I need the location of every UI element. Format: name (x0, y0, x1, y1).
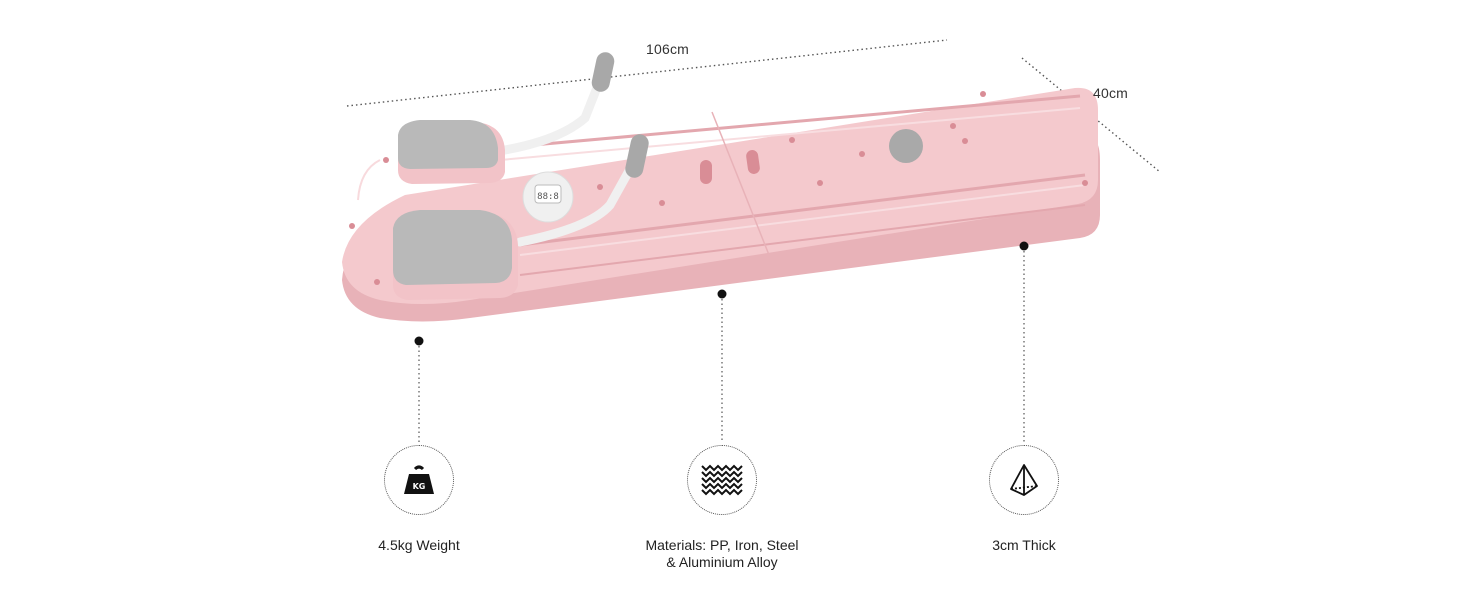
feature-thickness-label: 3cm Thick (992, 537, 1056, 553)
feature-materials-label: Materials: PP, Iron, Steel & Aluminium A… (645, 537, 799, 570)
foot-pad-back (398, 120, 498, 169)
length-label: 106cm (646, 41, 690, 57)
feature-weight-label: 4.5kg Weight (378, 537, 460, 553)
width-dimension-line (1021, 57, 1161, 173)
counter-screen-text: 88:8 (537, 192, 559, 202)
handle-front-grip (625, 134, 649, 178)
handle-back-grip (591, 52, 615, 92)
feature-thickness: 3cm Thick (904, 445, 1144, 554)
callout-dot-materials (717, 289, 727, 299)
feature-materials-circle (687, 445, 757, 515)
callout-dot-thickness (1019, 241, 1029, 251)
handle-front-rod (515, 155, 640, 247)
board-round-pad (889, 129, 923, 163)
rail-3 (519, 204, 1086, 276)
rail-2-highlight (519, 184, 1086, 256)
feature-weight: KG 4.5kg Weight (299, 445, 539, 554)
board-slot-1 (700, 160, 712, 184)
rail-1-highlight (499, 107, 1081, 161)
counter-screen (534, 184, 562, 204)
length-dimension-line (346, 39, 948, 107)
callout-dot-weight (414, 336, 424, 346)
pyramid-icon (1010, 464, 1038, 496)
feature-materials: Materials: PP, Iron, Steel & Aluminium A… (602, 445, 842, 571)
rail-2 (519, 173, 1086, 247)
board-edge-highlight (357, 159, 381, 201)
rail-1 (499, 94, 1081, 150)
board-slot-2 (746, 150, 760, 174)
woven-texture-icon (701, 464, 743, 496)
feature-weight-circle: KG (384, 445, 454, 515)
width-label: 40cm (1093, 85, 1129, 101)
kg-weight-icon: KG (404, 465, 434, 494)
svg-text:KG: KG (413, 482, 426, 491)
foot-pad-front (393, 210, 512, 285)
board-holes (349, 91, 1088, 285)
handle-back-rod (500, 75, 605, 155)
fold-seam (711, 111, 776, 271)
feature-thickness-circle (989, 445, 1059, 515)
